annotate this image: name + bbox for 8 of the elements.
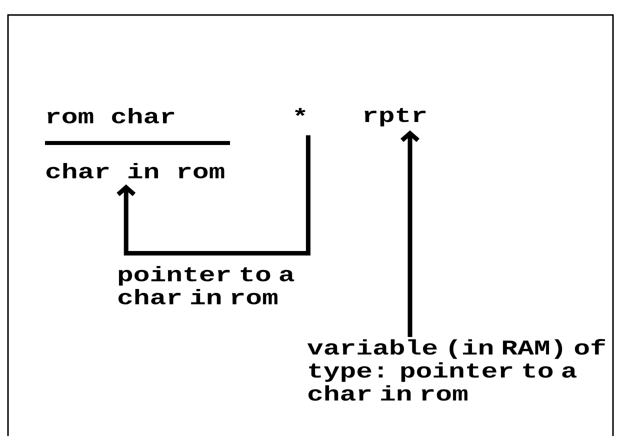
code-text: rptr <box>364 108 426 126</box>
arrow <box>116 135 310 256</box>
arrow <box>400 130 420 337</box>
code-text: variable (in RAM) of type: pointer to a char in rom <box>307 339 606 401</box>
code-text: char in rom <box>46 163 224 178</box>
code-text: * <box>294 108 306 116</box>
code-text: rom char <box>48 108 174 124</box>
edge-label: pointer to a char in rom <box>118 266 294 304</box>
